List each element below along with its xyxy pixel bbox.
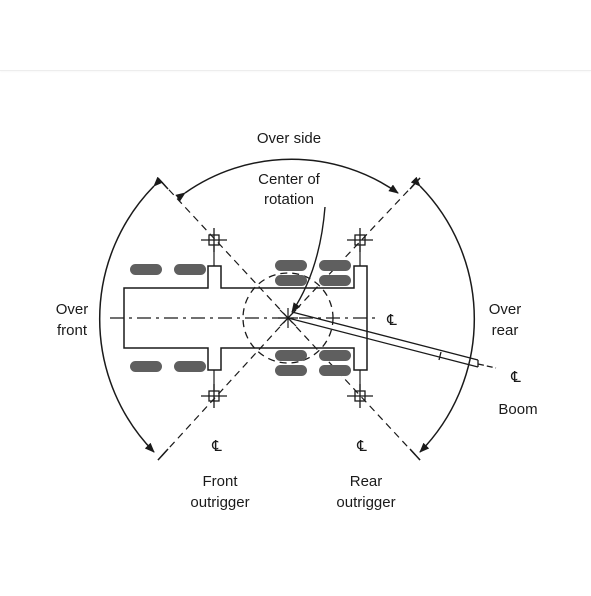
tire [275, 275, 307, 286]
carrier-centerline-symbol: ℄ [386, 311, 397, 329]
tire [319, 365, 351, 376]
front-right-outrigger-pad [201, 384, 227, 408]
front-outrigger-label-line2: outrigger [190, 494, 249, 511]
tire [174, 361, 206, 372]
tire [275, 260, 307, 271]
rear-right-outrigger-pad [347, 384, 373, 408]
tire [174, 264, 206, 275]
over-rear-label-line2: rear [492, 322, 519, 339]
over-front-arc [98, 176, 164, 453]
tire [319, 260, 351, 271]
over-side-arc [175, 158, 399, 202]
rear-outrigger-centerline-symbol: ℄ [356, 437, 367, 455]
boom-label: Boom [498, 401, 537, 418]
center-pointer [291, 206, 326, 313]
tire [130, 361, 162, 372]
over-side-label: Over side [257, 130, 321, 147]
rear-outrigger-label-line2: outrigger [336, 494, 395, 511]
front-outrigger-label-line1: Front [202, 473, 238, 490]
over-rear-label-line1: Over [489, 301, 522, 318]
front-left-outrigger-pad [201, 228, 227, 252]
boom [287, 311, 497, 369]
tire [275, 350, 307, 361]
swing-circle [242, 272, 334, 364]
tires [130, 260, 351, 376]
sector-boundary-ticks [157, 177, 421, 461]
over-front-label-line1: Over [56, 301, 89, 318]
tire [275, 365, 307, 376]
center-of-rotation-mark [278, 308, 298, 328]
boom-centerline-symbol: ℄ [510, 368, 521, 386]
tire [130, 264, 162, 275]
rear-left-outrigger-pad [347, 228, 373, 252]
over-front-label-line2: front [57, 322, 88, 339]
rear-outrigger-label-line1: Rear [350, 473, 383, 490]
center-of-rotation-label-line1: Center of [258, 171, 321, 188]
top-bar [0, 0, 591, 71]
tire [319, 350, 351, 361]
center-of-rotation-label-line2: rotation [264, 191, 314, 208]
front-outrigger-centerline-symbol: ℄ [211, 437, 222, 455]
sector-boundary-lines [157, 177, 421, 461]
carrier-body [123, 265, 368, 371]
tire [319, 275, 351, 286]
outrigger-pads [201, 228, 373, 408]
over-rear-arc [410, 176, 476, 453]
